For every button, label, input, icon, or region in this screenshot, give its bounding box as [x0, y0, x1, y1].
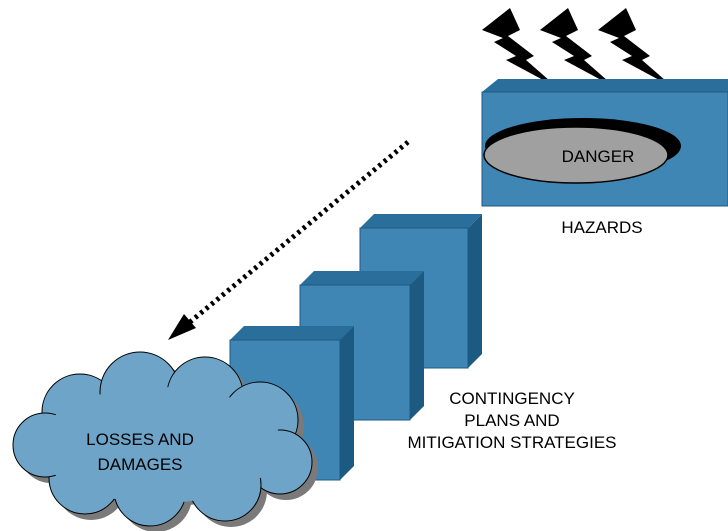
lightning-bolt-icon	[482, 8, 558, 88]
lightning-bolt-icon	[540, 8, 616, 88]
wall-side	[468, 214, 482, 368]
impact-arrow	[168, 140, 410, 340]
contingency-label-line1: CONTINGENCY	[449, 389, 575, 408]
lightning-bolt-icon	[598, 8, 674, 88]
wall-side	[340, 326, 354, 480]
wall-top	[300, 271, 424, 285]
danger-ellipse	[483, 126, 669, 184]
losses-cloud: LOSSES AND DAMAGES	[12, 351, 318, 531]
wall-top	[230, 326, 354, 340]
losses-label-line2: DAMAGES	[97, 455, 182, 474]
contingency-label-line2: PLANS AND	[464, 411, 559, 430]
contingency-label-line3: MITIGATION STRATEGIES	[407, 433, 616, 452]
arrow-head	[168, 314, 196, 340]
hazard-box-top	[482, 79, 728, 92]
cloud-fill	[38, 387, 282, 503]
wall-top	[360, 214, 482, 228]
losses-label-line1: LOSSES AND	[86, 430, 194, 449]
hazard-box: DANGER	[481, 79, 728, 207]
danger-label: DANGER	[562, 147, 635, 166]
wall-side	[410, 271, 424, 420]
lightning-bolts	[482, 8, 674, 88]
hazards-label: HAZARDS	[561, 218, 642, 237]
arrow-shaft	[188, 140, 410, 324]
